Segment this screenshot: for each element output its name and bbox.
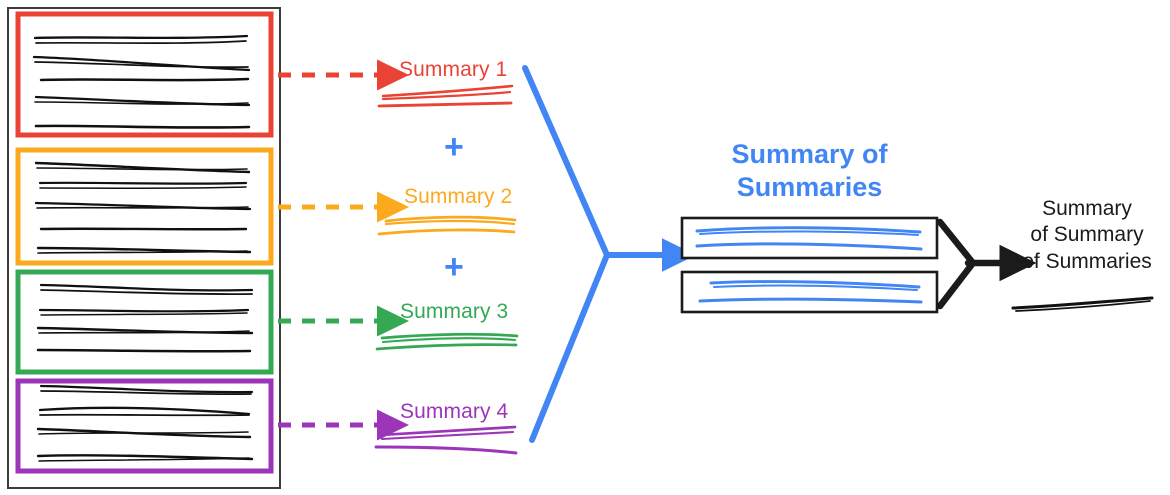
sos-box-1[interactable] bbox=[680, 216, 939, 260]
summary-3-label: Summary 3 bbox=[400, 300, 509, 323]
chunk-3-text-lines bbox=[36, 283, 254, 353]
chunk-2-text-lines bbox=[34, 161, 252, 254]
summary-1-lines bbox=[377, 84, 514, 108]
final-title-line-3: of Summaries bbox=[1022, 249, 1152, 273]
final-output-lines bbox=[1011, 296, 1154, 312]
sos-box-2-lines bbox=[698, 280, 923, 304]
chunk-1-text-lines bbox=[32, 34, 251, 129]
summary-4-lines bbox=[374, 425, 518, 455]
sos-title-line-1: Summary of bbox=[731, 139, 888, 169]
summary-2-label: Summary 2 bbox=[404, 185, 513, 208]
document-chunk-2[interactable] bbox=[15, 147, 274, 266]
final-output-title: Summary of Summary of Summaries bbox=[1013, 196, 1161, 275]
plus-operator-1: + bbox=[444, 128, 464, 166]
sos-box-2[interactable] bbox=[680, 270, 939, 314]
chunk-4-text-lines bbox=[36, 384, 254, 462]
document-chunk-3[interactable] bbox=[15, 269, 274, 375]
final-title-line-1: Summary bbox=[1042, 197, 1132, 220]
summary-of-summaries-title: Summary of Summaries bbox=[702, 138, 917, 204]
summary-4-label: Summary 4 bbox=[400, 400, 509, 423]
summary-3-lines bbox=[375, 332, 519, 351]
document-chunk-1[interactable] bbox=[15, 11, 274, 138]
document-chunk-4[interactable] bbox=[15, 378, 274, 474]
summary-2-lines bbox=[377, 215, 517, 236]
summary-1-label: Summary 1 bbox=[399, 58, 508, 81]
sos-box-1-lines bbox=[695, 226, 923, 251]
plus-operator-2: + bbox=[444, 248, 464, 286]
final-title-line-2: of Summary bbox=[1030, 223, 1144, 247]
chunk-to-summary-connectors bbox=[278, 59, 409, 441]
sos-title-line-2: Summaries bbox=[736, 171, 883, 202]
blue-merge-arrow[interactable] bbox=[522, 65, 697, 443]
black-merge-arrow[interactable] bbox=[936, 218, 1037, 310]
